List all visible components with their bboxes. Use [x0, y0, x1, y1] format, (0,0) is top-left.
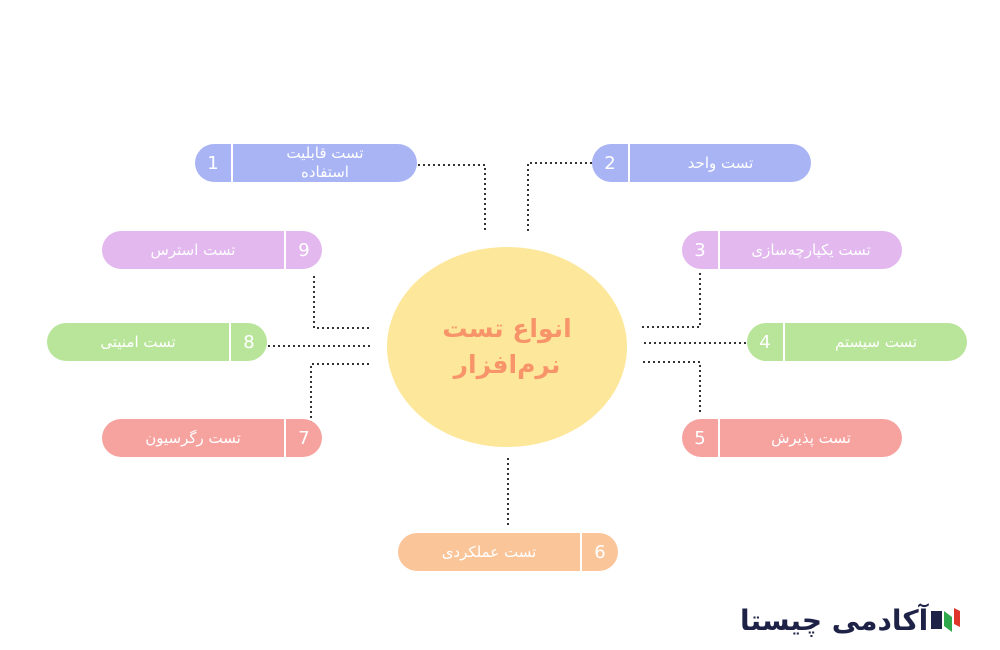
test-type-6-label: تست عملکردی: [441, 542, 537, 561]
test-type-7-label: تست رگرسیون: [145, 428, 241, 447]
center-title-line2: نرم‌افزار: [453, 350, 561, 379]
connector-5: [642, 361, 701, 412]
test-type-5-label: تست پذیرش: [771, 428, 851, 447]
center-title-line1: انواع تست: [442, 314, 572, 343]
test-type-8-number: 8: [229, 323, 267, 361]
test-type-4: 4 تست سیستم: [747, 323, 967, 361]
test-type-9-number: 9: [284, 231, 322, 269]
test-type-3: 3 تست یکپارچه‌سازی: [682, 231, 902, 269]
connector-1: [418, 164, 486, 232]
connector-3: [642, 273, 701, 328]
test-type-6: 6 تست عملکردی: [398, 533, 618, 571]
test-type-8: 8 تست امنیتی: [47, 323, 267, 361]
test-type-3-label: تست یکپارچه‌سازی: [751, 240, 871, 259]
test-type-5-number: 5: [682, 419, 720, 457]
test-type-5: 5 تست پذیرش: [682, 419, 902, 457]
test-type-7-number: 7: [284, 419, 322, 457]
test-type-2: 2 تست واحد: [592, 144, 811, 182]
brand-logo: آکادمی چیستا: [740, 600, 990, 640]
center-topic: انواع تست نرم‌افزار: [387, 247, 627, 447]
test-type-2-label: تست واحد: [687, 153, 754, 172]
connector-9: [313, 276, 372, 329]
test-type-2-number: 2: [592, 144, 630, 182]
test-type-9: 9 تست استرس: [102, 231, 322, 269]
test-type-6-number: 6: [580, 533, 618, 571]
connector-2: [527, 162, 592, 232]
test-type-7: 7 تست رگرسیون: [102, 419, 322, 457]
test-type-9-label: تست استرس: [150, 240, 236, 259]
connector-7: [310, 363, 372, 437]
test-type-4-label: تست سیستم: [834, 332, 918, 351]
logo-mark-icon: [931, 608, 961, 632]
test-type-8-label: تست امنیتی: [100, 332, 176, 351]
test-type-4-number: 4: [747, 323, 785, 361]
logo-text: آکادمی چیستا: [740, 603, 929, 637]
test-type-3-number: 3: [682, 231, 720, 269]
test-type-1-number: 1: [195, 144, 233, 182]
